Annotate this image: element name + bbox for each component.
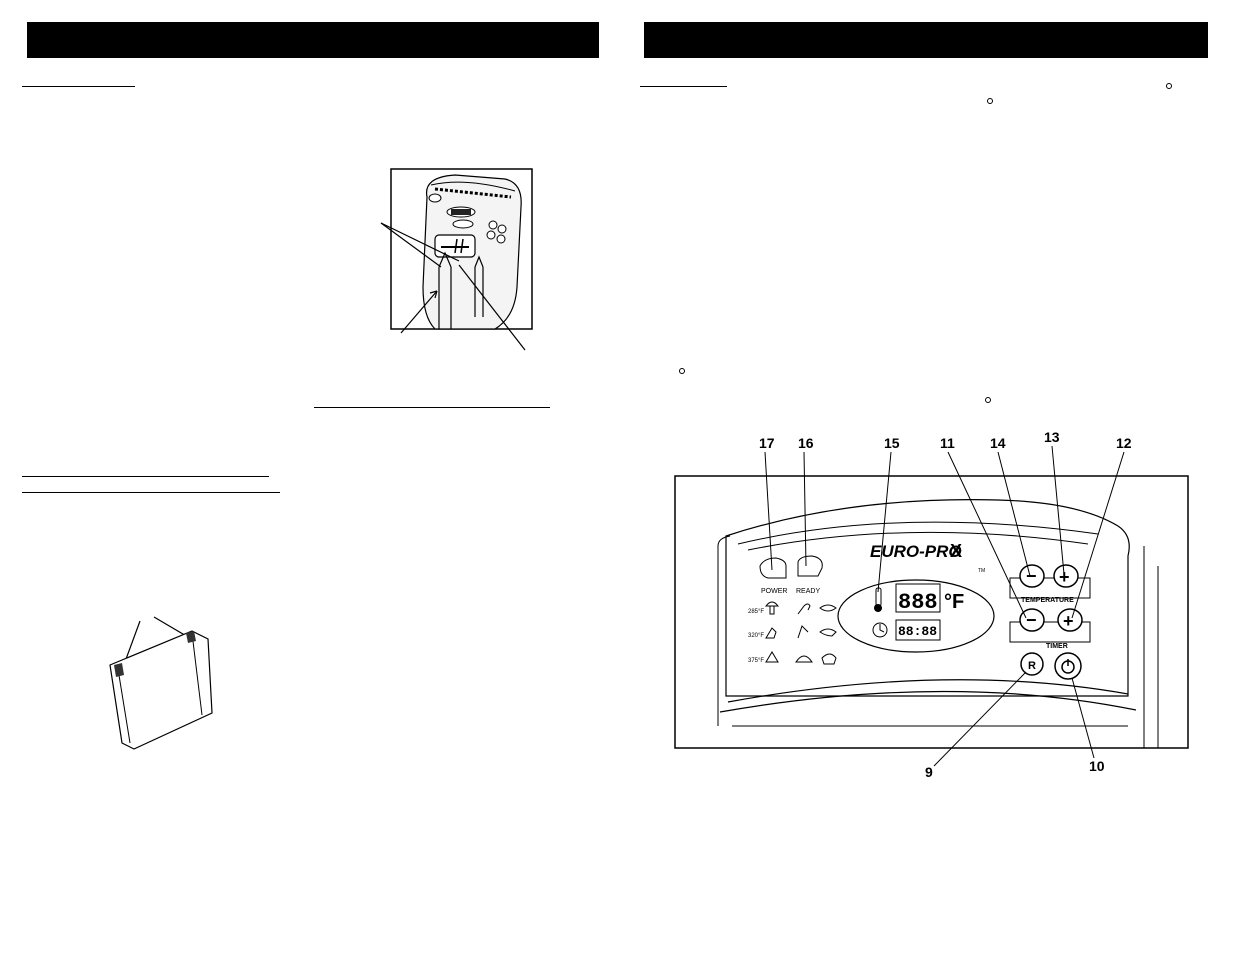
wing-icon [797, 625, 809, 639]
temp-unit: °F [944, 591, 964, 613]
reset-button[interactable] [1020, 652, 1044, 676]
temp-row-285: 285°F [748, 609, 764, 615]
trademark: TM [978, 568, 985, 574]
temp-plus-button[interactable] [1053, 564, 1079, 588]
left-section-underline-3 [22, 492, 280, 493]
fish-icon [819, 604, 837, 612]
temp-minus-button[interactable] [1019, 564, 1045, 588]
dessert-icon [821, 653, 837, 665]
svg-text:+: + [1063, 611, 1074, 631]
control-panel-diagram: 17 16 15 11 14 13 12 9 10 POWER READY EU… [648, 426, 1235, 786]
callout-17: 17 [759, 435, 775, 451]
svg-text:X: X [950, 541, 962, 561]
callout-16: 16 [798, 435, 814, 451]
basket-illustration [108, 615, 218, 755]
chips-icon [765, 651, 779, 663]
callout-15: 15 [884, 435, 900, 451]
callout-9: 9 [925, 764, 933, 780]
time-display: 88:88 [898, 624, 937, 639]
svg-text:+: + [1059, 567, 1070, 587]
temp-display: 888 [898, 590, 938, 615]
degree-symbol [1166, 83, 1172, 89]
right-header-bar [644, 22, 1208, 58]
timer-label: TIMER [1046, 643, 1068, 650]
brand-logo: EURO-PRO [870, 542, 962, 561]
timer-plus-button[interactable] [1057, 608, 1083, 632]
left-section-underline-1 [22, 86, 135, 87]
degree-symbol [679, 368, 685, 374]
fryer-cord-illustration [375, 167, 540, 353]
callout-12: 12 [1116, 435, 1132, 451]
ready-label: READY [796, 588, 820, 595]
onion-ring-icon [795, 655, 813, 663]
callout-14: 14 [990, 435, 1006, 451]
left-section-underline-2 [22, 476, 269, 477]
left-header-bar [27, 22, 599, 58]
temp-row-320: 320°F [748, 633, 764, 639]
degree-symbol [987, 98, 993, 104]
callout-11: 11 [940, 435, 955, 451]
power-label: POWER [761, 588, 787, 595]
callout-13: 13 [1044, 429, 1060, 445]
mushroom-icon [764, 601, 780, 615]
fries-icon [765, 627, 777, 639]
temp-row-375: 375°F [748, 658, 764, 664]
svg-text:−: − [1026, 566, 1037, 586]
timer-minus-button[interactable] [1019, 608, 1045, 632]
reset-label: R [1028, 660, 1036, 672]
shrimp-icon [819, 628, 837, 637]
svg-text:−: − [1026, 610, 1037, 630]
right-section-underline [640, 86, 727, 87]
degree-symbol [985, 397, 991, 403]
temperature-label: TEMPERATURE [1021, 597, 1074, 604]
callout-10: 10 [1089, 758, 1105, 774]
drumstick-icon [797, 603, 811, 615]
left-mid-underline [314, 407, 550, 408]
